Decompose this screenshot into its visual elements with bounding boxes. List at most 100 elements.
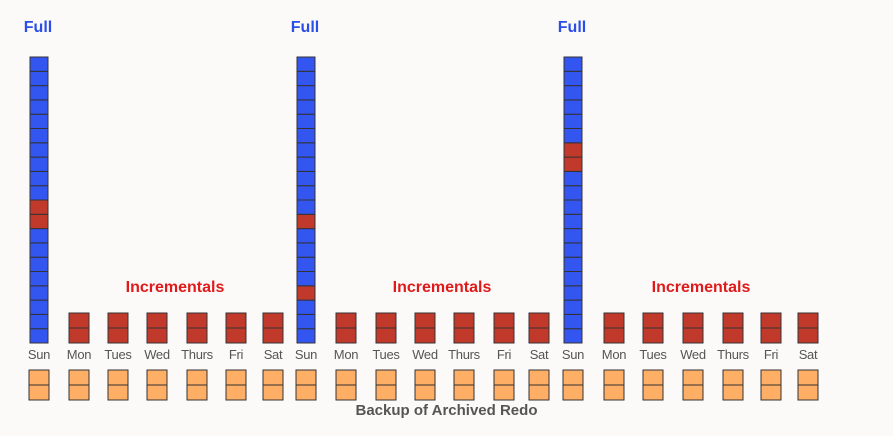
day-label: Mon [601, 347, 627, 362]
archived-redo-block [682, 384, 704, 401]
full-block [563, 242, 583, 258]
full-block [296, 199, 316, 215]
day-label: Fri [763, 347, 779, 362]
full-block [296, 313, 316, 330]
full-block [563, 328, 583, 344]
full-block [29, 70, 49, 87]
archived-redo-block [375, 384, 397, 401]
full-block [29, 156, 49, 172]
archived-redo-block [262, 369, 284, 386]
full-block [296, 99, 316, 115]
incremental-block [186, 327, 208, 344]
archived-redo-block [493, 384, 515, 401]
archived-redo-block [760, 384, 782, 401]
full-block [296, 299, 316, 315]
archived-redo-block [68, 369, 90, 386]
archived-redo-block [682, 369, 704, 386]
full-block [29, 142, 49, 158]
incremental-block [146, 327, 168, 344]
full-block [29, 228, 49, 244]
archived-redo-block [414, 369, 436, 386]
day-label: Sat [263, 347, 283, 362]
incremental-block [760, 312, 782, 329]
full-block [29, 242, 49, 258]
changed-block [563, 156, 583, 172]
day-label: Sun [27, 347, 51, 362]
full-block [29, 328, 49, 344]
incremental-block [335, 312, 357, 329]
full-block [563, 199, 583, 215]
full-block [563, 256, 583, 273]
day-label: Wed [412, 347, 438, 362]
day-label: Thurs [181, 347, 213, 362]
changed-block [296, 213, 316, 230]
archived-redo-block [722, 369, 744, 386]
archived-redo-block [335, 369, 357, 386]
full-block [29, 185, 49, 201]
full-block [296, 70, 316, 87]
incremental-block [375, 312, 397, 329]
incremental-block [722, 327, 744, 344]
incremental-block [107, 312, 129, 329]
incremental-block [603, 327, 625, 344]
changed-block [296, 285, 316, 301]
full-block [296, 142, 316, 158]
incremental-block [225, 312, 247, 329]
archived-redo-block [528, 369, 550, 386]
full-block [563, 313, 583, 330]
incremental-block [375, 327, 397, 344]
full-label-week-1: Full [23, 19, 53, 36]
full-block [296, 271, 316, 287]
full-block [29, 299, 49, 315]
full-block [29, 313, 49, 330]
incremental-block [414, 312, 436, 329]
archived-redo-block [562, 384, 584, 401]
incrementals-label-week-3: Incrementals [651, 279, 751, 296]
archived-redo-block [186, 384, 208, 401]
changed-block [29, 199, 49, 215]
incremental-block [797, 312, 819, 329]
incremental-block [722, 312, 744, 329]
full-block [563, 128, 583, 144]
full-block [296, 228, 316, 244]
archived-redo-block [28, 384, 50, 401]
incremental-block [603, 312, 625, 329]
full-block [563, 285, 583, 301]
day-label: Tues [372, 347, 400, 362]
full-block [563, 299, 583, 315]
incremental-block [642, 327, 664, 344]
archived-redo-block [107, 384, 129, 401]
archived-redo-block [375, 369, 397, 386]
full-block [29, 170, 49, 187]
incremental-block [68, 312, 90, 329]
archived-redo-block [146, 384, 168, 401]
full-block [563, 113, 583, 129]
archived-redo-block [797, 369, 819, 386]
archived-redo-block [453, 384, 475, 401]
archived-redo-block [453, 369, 475, 386]
full-block [563, 271, 583, 287]
incremental-block [414, 327, 436, 344]
day-label: Fri [496, 347, 512, 362]
full-block [296, 256, 316, 273]
day-label: Tues [639, 347, 667, 362]
archived-redo-block [28, 369, 50, 386]
archived-redo-block [722, 384, 744, 401]
full-block [563, 70, 583, 87]
day-label: Sun [561, 347, 585, 362]
archived-redo-block [642, 384, 664, 401]
full-block [563, 85, 583, 101]
archived-redo-block [603, 369, 625, 386]
day-label: Sat [529, 347, 549, 362]
incremental-block [107, 327, 129, 344]
incrementals-label-week-2: Incrementals [392, 279, 492, 296]
incremental-block [642, 312, 664, 329]
full-block [29, 285, 49, 301]
incrementals-label-week-1: Incrementals [125, 279, 225, 296]
archived-redo-block [262, 384, 284, 401]
archived-redo-block [797, 384, 819, 401]
incremental-block [225, 327, 247, 344]
incremental-block [146, 312, 168, 329]
